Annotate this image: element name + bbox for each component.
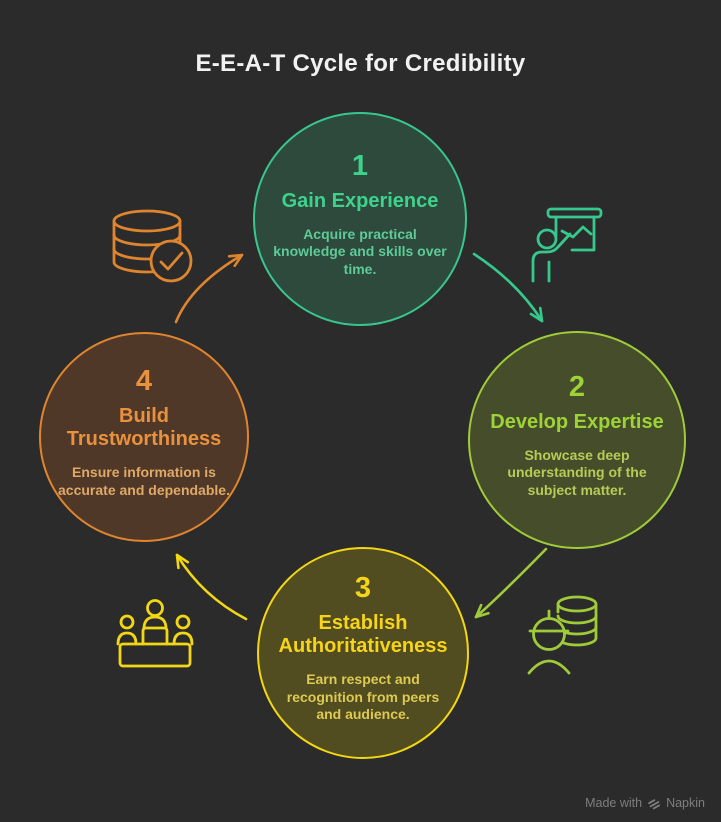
step-title: Develop Expertise xyxy=(490,410,664,433)
step-title: Establish Authoritativeness xyxy=(278,612,448,658)
step-description: Ensure information is accurate and depen… xyxy=(58,464,230,498)
step-circle-1: 1 Gain Experience Acquire practical know… xyxy=(253,112,467,326)
step-circle-4: 4 Build Trustworthiness Ensure informati… xyxy=(39,332,249,542)
step-number: 2 xyxy=(568,370,586,403)
napkin-logo-icon xyxy=(648,799,661,810)
database-check-icon xyxy=(112,209,193,283)
podium-people-icon xyxy=(116,599,194,668)
arrow-2-to-3 xyxy=(474,547,548,619)
expert-database-icon xyxy=(527,595,598,675)
step-title: Build Trustworthiness xyxy=(66,405,222,451)
step-number: 1 xyxy=(351,149,369,182)
step-number: 3 xyxy=(354,572,372,605)
step-description: Acquire practical knowledge and skills o… xyxy=(273,225,447,277)
step-number: 4 xyxy=(135,365,153,398)
arrow-3-to-4 xyxy=(175,553,248,621)
step-circle-2: 2 Develop Expertise Showcase deep unders… xyxy=(468,331,686,549)
arrow-4-to-1 xyxy=(174,253,244,324)
page-title: E-E-A-T Cycle for Credibility xyxy=(195,50,526,77)
step-description: Showcase deep understanding of the subje… xyxy=(507,446,647,498)
presenter-chart-icon xyxy=(531,207,603,283)
brand-label: Napkin xyxy=(666,796,705,810)
made-with-napkin-badge: Made with Napkin xyxy=(585,796,705,810)
arrow-1-to-2 xyxy=(472,252,544,323)
step-circle-3: 3 Establish Authoritativeness Earn respe… xyxy=(257,547,469,759)
step-description: Earn respect and recognition from peers … xyxy=(286,671,440,723)
made-with-label: Made with xyxy=(585,796,643,810)
step-title: Gain Experience xyxy=(281,189,439,212)
